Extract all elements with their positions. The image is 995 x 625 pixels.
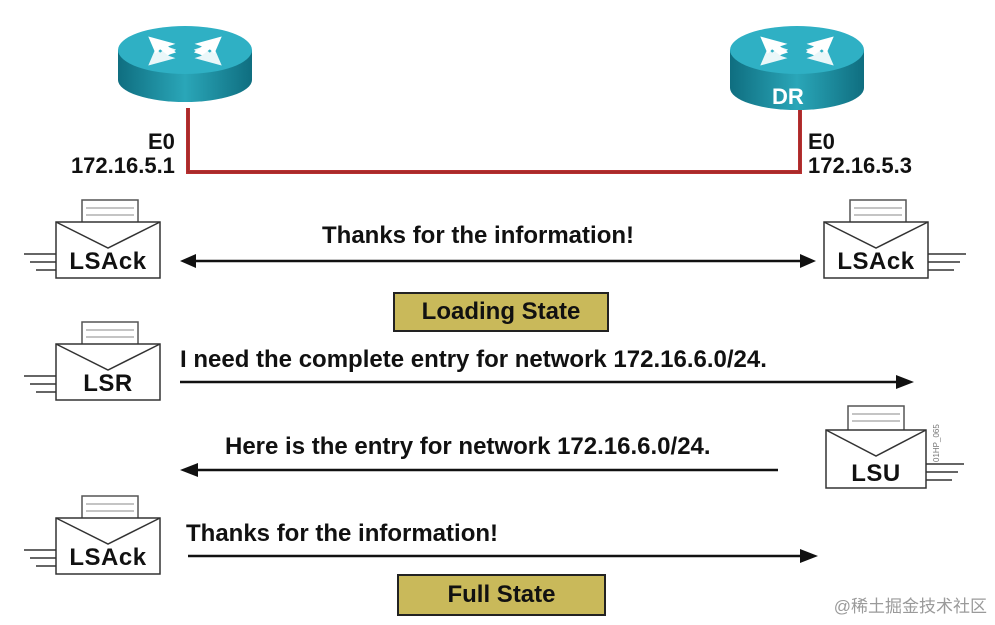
lsack-packet-left-2: LSAck: [24, 494, 164, 576]
lsu-packet: LSU: [822, 404, 972, 490]
packet-label: LSR: [83, 370, 133, 397]
envelope-icon: [24, 321, 161, 401]
right-ip: 172.16.5.3: [808, 153, 912, 178]
right-interface: E0 172.16.5.3: [808, 130, 912, 178]
bidirectional-arrow-icon: [180, 254, 816, 268]
envelope-icon: [823, 199, 966, 279]
message-4-text: Thanks for the information!: [186, 520, 498, 547]
left-interface: E0 172.16.5.1: [71, 129, 175, 178]
lsack-packet-left-1: LSAck: [24, 198, 164, 280]
full-state-badge: Full State: [397, 574, 606, 616]
left-ip: 172.16.5.1: [70, 153, 175, 178]
envelope-icon: [24, 199, 161, 279]
envelope-icon: [24, 495, 161, 575]
packet-label: LSAck: [69, 248, 147, 275]
router-right-label: DR: [772, 84, 804, 109]
left-arrow-icon: [180, 463, 778, 477]
right-arrow-icon: [180, 375, 914, 389]
right-interface-name: E0: [808, 129, 835, 154]
right-arrow-icon: [188, 549, 818, 563]
packet-label: LSAck: [837, 248, 915, 275]
lsr-packet: LSR: [24, 320, 164, 402]
packet-label: LSAck: [69, 544, 147, 571]
message-2-text: I need the complete entry for network 17…: [180, 346, 767, 373]
packet-label: LSU: [851, 460, 901, 487]
message-1-text: Thanks for the information!: [322, 222, 634, 249]
envelope-icon: [825, 405, 964, 489]
left-interface-name: E0: [148, 129, 175, 154]
router-left-icon: [118, 26, 252, 102]
figure-code: 01HP_065: [932, 424, 941, 462]
loading-state-badge: Loading State: [393, 292, 609, 332]
lsack-packet-right-1: LSAck: [820, 198, 970, 280]
router-right-icon: [730, 26, 864, 110]
watermark: @稀土掘金技术社区: [833, 597, 987, 616]
message-3-text: Here is the entry for network 172.16.6.0…: [225, 433, 711, 460]
